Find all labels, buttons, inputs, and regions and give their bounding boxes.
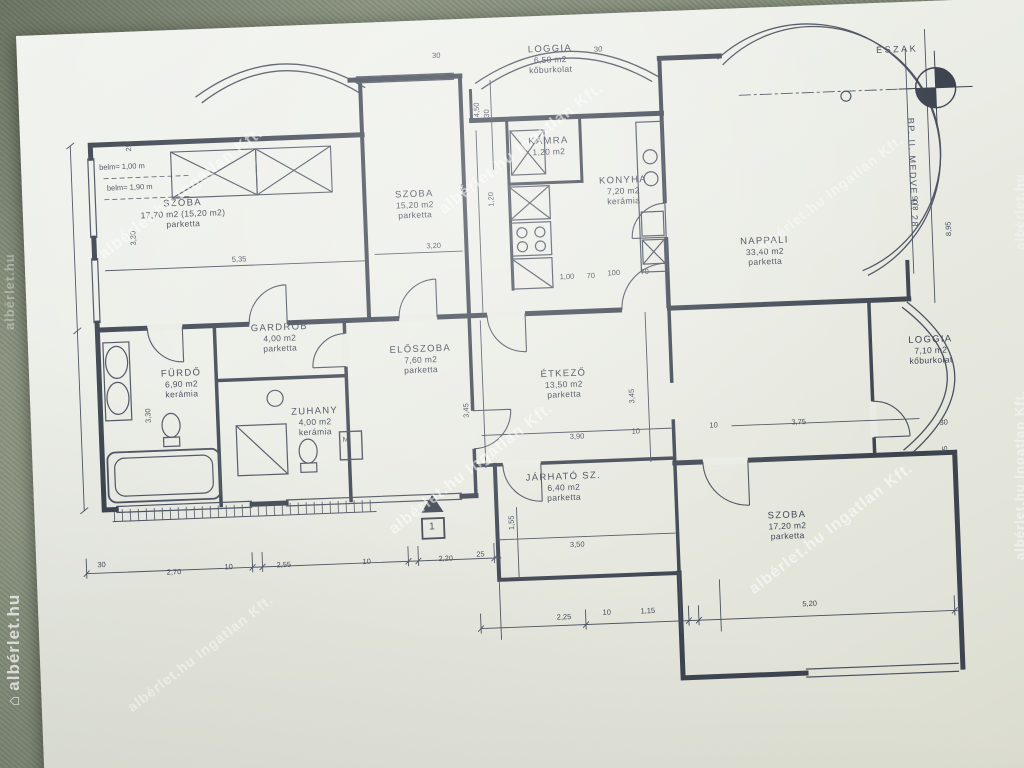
room-label-konyha: KONYHA 7,20 m2 kerámia xyxy=(599,174,648,207)
dimension-label: 4,50 xyxy=(471,102,482,118)
room-label-eloszoba: ELŐSZOBA 7,60 m2 parketta xyxy=(389,343,452,376)
dimension-label: 10 xyxy=(709,420,718,430)
dimension-label: 70 xyxy=(586,270,596,281)
dimension-label: 3,50 xyxy=(569,539,585,550)
north-compass-icon xyxy=(840,50,973,125)
room-floor: parketta xyxy=(547,388,582,400)
room-label-furdo: FÜRDŐ 6,90 m2 kerámia xyxy=(161,367,202,400)
dimension-label: 5,35 xyxy=(231,254,247,264)
room-floor: kerámia xyxy=(165,388,199,400)
dimension-label: 1,55 xyxy=(506,515,517,531)
room-label-gardrob: GARDROB 4,00 m2 parketta xyxy=(251,321,309,354)
dimension-label: 30 xyxy=(481,109,492,118)
dimension-label: 1,00 xyxy=(559,271,575,282)
dimension-label: 5,20 xyxy=(802,598,818,609)
alberlet-house-icon: ⌂ xyxy=(4,694,23,706)
dimension-label: 4,50 xyxy=(458,182,469,198)
dimension-label: 3,30 xyxy=(143,408,153,424)
dimension-label: 25 xyxy=(476,549,485,559)
room-floor: parketta xyxy=(748,255,783,268)
m-label: M. xyxy=(342,436,351,444)
floorplan-drawing xyxy=(66,23,973,681)
dimension-label: 3,20 xyxy=(426,240,442,251)
dimension-label: 3,30 xyxy=(128,230,138,246)
dimension-label: 3,45 xyxy=(461,403,471,418)
room-label-szoba-1: SZOBA 17,70 m2 (15,20 m2) parketta xyxy=(140,196,226,230)
room-label-nappali: NAPPALI 33,40 m2 parketta xyxy=(740,234,790,267)
dimension-label: 2,70 xyxy=(166,567,182,577)
entrance-marker xyxy=(420,494,446,540)
terrace-hatch xyxy=(112,499,377,523)
dimension-label: 25 xyxy=(123,142,134,152)
watermark-left-brand: ⌂ albérlet.hu xyxy=(4,594,24,706)
room-label-zuhany: ZUHANY 4,00 m2 kerámia xyxy=(291,405,339,438)
room-floor: kőburkolat xyxy=(528,63,573,76)
dimension-label: 3,45 xyxy=(626,388,637,404)
dimension-label: 2,55 xyxy=(276,559,292,570)
dimension-label: 2,25 xyxy=(556,612,572,622)
watermark-left-secondary: albérlet.hu xyxy=(2,253,17,330)
belm-note-2: belm= 1,90 m xyxy=(106,181,153,193)
door-openings xyxy=(147,203,878,469)
dimension-label: 30 xyxy=(97,559,106,570)
dimension-label: 1,20 xyxy=(486,191,496,207)
dimension-label: 100 xyxy=(607,267,621,278)
room-floor: parketta xyxy=(770,530,805,542)
stair-number: 1 xyxy=(428,521,435,533)
walls xyxy=(87,53,966,681)
room-floor: parketta xyxy=(398,209,433,221)
dimension-label: 30 xyxy=(593,44,603,54)
dimension-label: 30 xyxy=(939,417,949,427)
dimension-label: 2,20 xyxy=(438,553,454,564)
kitchen-fixtures xyxy=(508,120,669,290)
room-label-etkezo: ÉTKEZŐ 13,50 m2 parketta xyxy=(540,367,587,400)
room-label-szoba-2: SZOBA 15,20 m2 parketta xyxy=(395,188,435,220)
room-floor: kőburkolat xyxy=(909,354,953,366)
door-swings xyxy=(146,202,911,506)
room-floor: kerámia xyxy=(607,195,641,207)
dimension-label: 10 xyxy=(631,426,641,436)
floorplan-paper: SZOBA 17,70 m2 (15,20 m2) parketta SZOBA… xyxy=(16,0,1024,768)
room-label-kamra: KAMRA 1,20 m2 xyxy=(528,135,569,158)
room-floor: kerámia xyxy=(298,426,333,438)
dimension-label: 30 xyxy=(431,50,441,61)
belm-note-1: belm= 1,00 m xyxy=(98,161,145,172)
dimension-label: 8,95 xyxy=(943,221,954,237)
room-area: 1,20 m2 xyxy=(532,146,566,158)
dimension-label: 25 xyxy=(940,445,950,455)
north-label: ÉSZAK xyxy=(875,43,919,55)
dimension-label: 3,75 xyxy=(791,416,807,427)
dimension-label: 10 xyxy=(224,562,234,572)
room-label-jarhato-sz: JÁRHATÓ SZ. 6,40 m2 parketta xyxy=(525,470,601,504)
dimension-lines xyxy=(66,29,961,640)
dimension-label: 10 xyxy=(362,556,371,567)
room-label-loggia-2: LOGGIA 7,10 m2 kőburkolat xyxy=(908,333,953,366)
watermark-brand-text: albérlet.hu xyxy=(4,593,23,691)
dimension-label: 8,05 xyxy=(910,195,921,211)
closet-hatch xyxy=(170,145,333,199)
dimension-label: 3,90 xyxy=(569,431,585,442)
dimension-label: 1,15 xyxy=(640,605,656,616)
room-label-loggia-1: LOGGIA 6,50 m2 kőburkolat xyxy=(528,43,573,76)
room-label-szoba-3: SZOBA 17,20 m2 parketta xyxy=(767,509,807,541)
bathroom-fixtures xyxy=(102,341,364,504)
dimension-label: 10 xyxy=(602,607,612,617)
dimension-label: 70 xyxy=(640,266,650,277)
